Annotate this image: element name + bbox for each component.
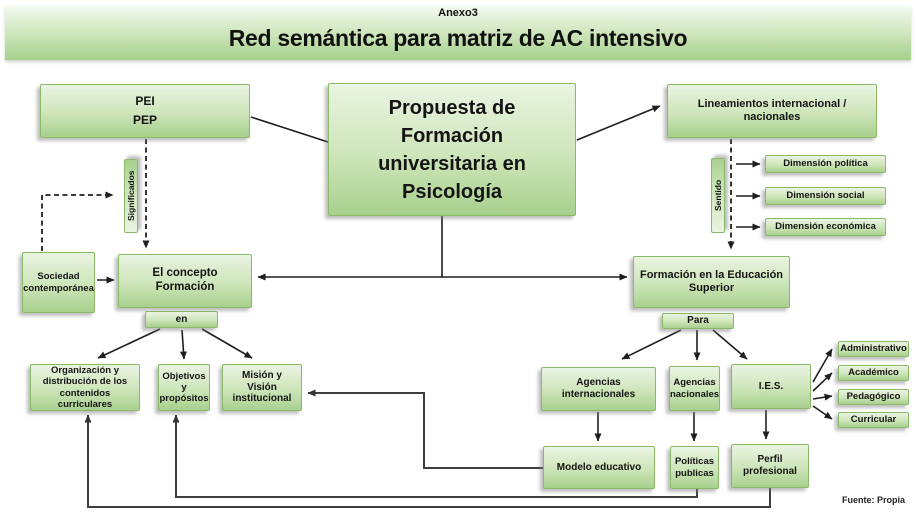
- node-modelo-educativo: Modelo educativo: [543, 446, 655, 489]
- node-propuesta: Propuesta de Formación universitaria en …: [328, 83, 576, 216]
- node-dimension-politica: Dimensión política: [765, 155, 886, 173]
- annex-label: Anexo3: [438, 7, 478, 19]
- node-para: Para: [662, 313, 734, 329]
- node-pei-pep: PEI PEP: [40, 84, 250, 138]
- node-dimension-social: Dimensión social: [765, 187, 886, 205]
- node-objetivos: Objetivos y propósitos: [158, 364, 210, 411]
- node-en: en: [145, 311, 218, 328]
- node-sociedad: Sociedad contemporánea: [22, 252, 95, 313]
- node-sentido-label: Sentido: [711, 158, 725, 233]
- node-politicas-publicas: Políticas publicas: [670, 446, 719, 489]
- node-significados-label: Significados: [124, 159, 138, 233]
- node-agencias-internacionales: Agencias internacionales: [541, 367, 656, 411]
- node-administrativo: Administrativo: [838, 341, 909, 357]
- node-dimension-economica: Dimensión económica: [765, 218, 886, 236]
- node-ies: I.E.S.: [731, 364, 811, 409]
- node-concepto-formacion: El concepto Formación: [118, 254, 252, 308]
- node-formacion-superior: Formación en la Educación Superior: [633, 256, 790, 308]
- node-curricular: Curricular: [838, 412, 909, 428]
- source-note: Fuente: Propia: [841, 495, 905, 505]
- node-academico: Académico: [838, 365, 909, 381]
- node-lineamientos: Lineamientos internacional / nacionales: [667, 84, 877, 138]
- page-title: Red semántica para matriz de AC intensiv…: [228, 25, 688, 51]
- node-pedagogico: Pedagógico: [838, 389, 909, 405]
- title-banner: Anexo3 Red semántica para matriz de AC i…: [5, 6, 911, 60]
- node-mision: Misión y Visión institucional: [222, 364, 302, 411]
- node-organizacion: Organización y distribución de los conte…: [30, 364, 140, 411]
- node-agencias-nacionales: Agencias nacionales: [669, 366, 720, 411]
- node-perfil-profesional: Perfil profesional: [731, 444, 809, 488]
